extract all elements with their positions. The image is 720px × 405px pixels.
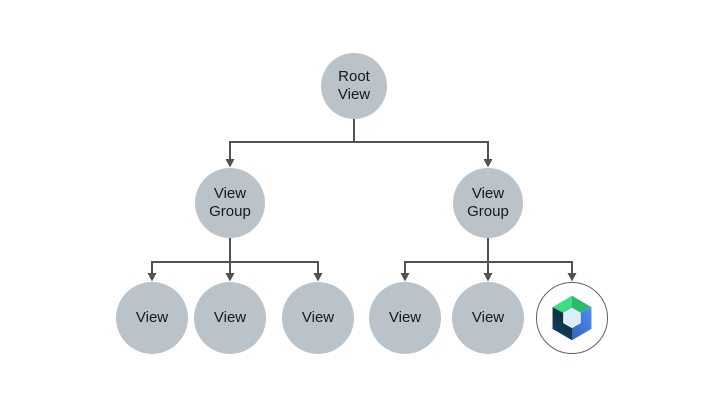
arrowhead-icon — [483, 159, 493, 168]
node-root-view: Root View — [321, 53, 387, 119]
node-label: View — [388, 309, 422, 326]
node-label: View Group — [467, 185, 509, 220]
node-view-group-left: View Group — [195, 168, 265, 238]
node-label: View — [135, 309, 169, 326]
node-view-group-right: View Group — [453, 168, 523, 238]
arrowhead-icon — [147, 273, 157, 282]
node-view-right-2: View — [452, 282, 524, 354]
node-label: View — [213, 309, 247, 326]
arrowhead-icon — [313, 273, 323, 282]
node-view-left-1: View — [116, 282, 188, 354]
arrowhead-icon — [483, 273, 493, 282]
node-label: View Group — [209, 185, 251, 220]
jetpack-compose-logo-icon — [552, 295, 592, 341]
node-view-left-3: View — [282, 282, 354, 354]
connector-left-bus — [151, 261, 319, 274]
arrowhead-icon — [225, 159, 235, 168]
arrowhead-icon — [567, 273, 577, 282]
connector-top-bus — [229, 141, 489, 160]
node-view-left-2: View — [194, 282, 266, 354]
arrowhead-icon — [400, 273, 410, 282]
arrowhead-icon — [225, 273, 235, 282]
node-view-right-1: View — [369, 282, 441, 354]
node-label: View — [301, 309, 335, 326]
node-label: View — [471, 309, 505, 326]
node-compose — [536, 282, 608, 354]
node-label: Root View — [337, 68, 371, 103]
